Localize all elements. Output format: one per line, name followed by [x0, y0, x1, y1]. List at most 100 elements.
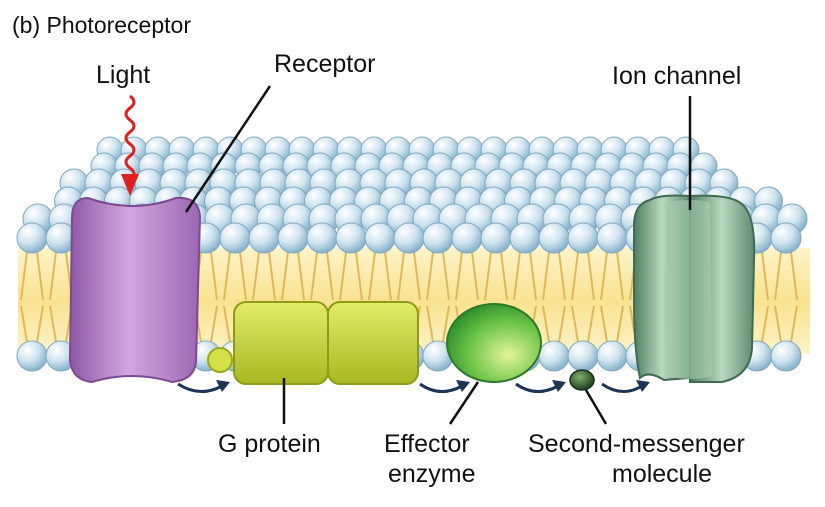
light-label: Light — [96, 61, 150, 89]
g-protein-alpha-subunit — [233, 301, 329, 385]
phospholipid-tail — [542, 251, 550, 301]
phospholipid-tail — [426, 251, 434, 301]
curved-flow-arrow-icon — [177, 382, 223, 393]
g-protein-complex — [207, 301, 419, 385]
phospholipid-tail — [790, 251, 798, 301]
phospholipid-tail — [442, 251, 450, 301]
phospholipid-head — [538, 222, 570, 254]
phospholipid-tail — [310, 251, 318, 301]
phospholipid-head — [567, 340, 599, 372]
phospholipid-head — [393, 222, 425, 254]
phospholipid-tail — [368, 251, 376, 301]
phospholipid-tail — [223, 305, 231, 343]
ion-channel-protein — [633, 194, 756, 383]
phospholipid-tail — [761, 305, 769, 343]
phospholipid-head — [277, 222, 309, 254]
phospholipid-head — [509, 222, 541, 254]
phospholipid-tail — [210, 305, 218, 343]
phospholipid-head — [451, 222, 483, 254]
receptor-protein — [68, 196, 202, 384]
second-messenger-label-line2: molecule — [612, 460, 712, 488]
receptor-label: Receptor — [274, 50, 375, 78]
phospholipid-tail — [587, 251, 595, 301]
phospholipid-head — [219, 222, 251, 254]
phospholipid-head — [422, 222, 454, 254]
phospholipid-tail — [239, 251, 247, 301]
curved-flow-arrow-icon — [419, 382, 463, 393]
curved-flow-arrow-icon — [515, 382, 559, 393]
phospholipid-tail — [587, 305, 595, 343]
phospholipid-head — [596, 340, 628, 372]
phospholipid-tail — [397, 251, 405, 301]
g-protein-gamma-subunit — [207, 347, 233, 373]
phospholipid-head — [248, 222, 280, 254]
effector-leader-line — [448, 381, 480, 425]
phospholipid-head — [770, 222, 802, 254]
phospholipid-tail — [49, 305, 57, 343]
second-messenger-leader-line — [584, 389, 608, 425]
phospholipid-head — [364, 222, 396, 254]
phospholipid-tail — [442, 305, 450, 343]
phospholipid-tail — [616, 305, 624, 343]
phospholipid-tail — [268, 251, 276, 301]
g-protein-beta-subunit — [327, 301, 419, 385]
phospholipid-head — [16, 222, 48, 254]
phospholipid-head — [770, 340, 802, 372]
ion-channel-label: Ion channel — [612, 62, 741, 90]
phospholipid-tail — [297, 251, 305, 301]
phospholipid-tail — [49, 251, 57, 301]
flow-arrow-heads — [216, 380, 650, 392]
phospholipid-tail — [513, 251, 521, 301]
phospholipid-tail — [558, 251, 566, 301]
phospholipid-head — [480, 222, 512, 254]
phospholipid-tail — [36, 305, 44, 343]
phospholipid-tail — [455, 251, 463, 301]
phospholipid-tail — [355, 251, 363, 301]
figure-title: (b) Photoreceptor — [12, 12, 191, 38]
g-protein-label: G protein — [218, 430, 321, 458]
phospholipid-tail — [252, 251, 260, 301]
wavy-light-arrow-icon — [121, 94, 139, 196]
curved-flow-arrow-icon — [601, 382, 643, 393]
effector-label-line2: enzyme — [388, 460, 476, 488]
phospholipid-head — [335, 222, 367, 254]
phospholipid-tail — [616, 251, 624, 301]
phospholipid-tail — [20, 251, 28, 301]
phospholipid-tail — [36, 251, 44, 301]
phospholipid-tail — [210, 251, 218, 301]
phospholipid-head — [596, 222, 628, 254]
phospholipid-tail — [761, 251, 769, 301]
phospholipid-tail — [600, 305, 608, 343]
phospholipid-tail — [281, 251, 289, 301]
phospholipid-tail — [413, 251, 421, 301]
phospholipid-tail — [558, 305, 566, 343]
phospholipid-head — [538, 340, 570, 372]
phospholipid-tail — [484, 251, 492, 301]
phospholipid-tail — [471, 251, 479, 301]
phospholipid-tail — [384, 251, 392, 301]
phospholipid-tail — [600, 251, 608, 301]
effector-enzyme — [446, 303, 542, 383]
phospholipid-tail — [20, 305, 28, 343]
effector-label-line1: Effector — [384, 430, 470, 458]
phospholipid-tail — [529, 251, 537, 301]
phospholipid-head — [567, 222, 599, 254]
phospholipid-head — [306, 222, 338, 254]
second-messenger-molecule — [569, 369, 595, 391]
phospholipid-tail — [571, 305, 579, 343]
phospholipid-head — [16, 340, 48, 372]
phospholipid-tail — [774, 305, 782, 343]
phospholipid-tail — [542, 305, 550, 343]
phospholipid-tail — [426, 305, 434, 343]
phospholipid-tail — [326, 251, 334, 301]
flow-arrows — [177, 382, 643, 393]
phospholipid-tail — [339, 251, 347, 301]
phospholipid-tail — [223, 251, 231, 301]
phospholipid-tail — [500, 251, 508, 301]
leader-lines — [184, 85, 692, 425]
phospholipid-tail — [571, 251, 579, 301]
receptor-leader-line — [184, 85, 272, 213]
phospholipid-tail — [774, 251, 782, 301]
